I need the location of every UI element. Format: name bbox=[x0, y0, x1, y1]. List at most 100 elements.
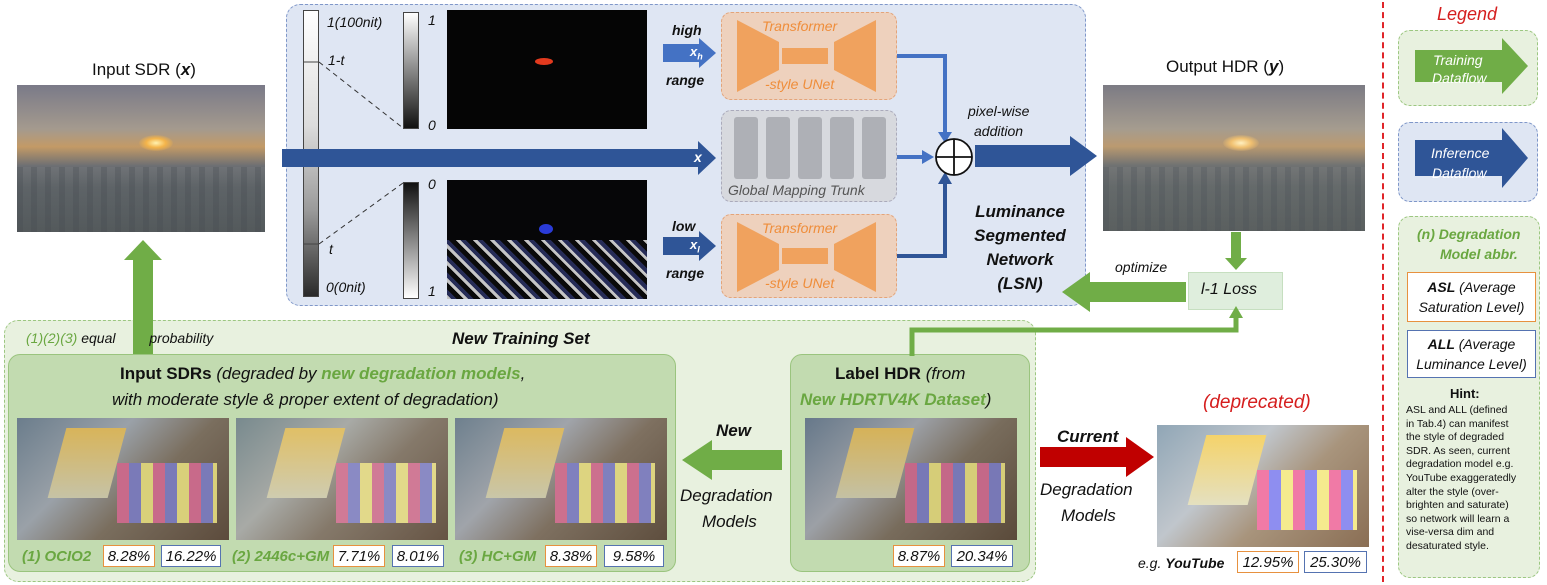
sdr-thumb-ocio2 bbox=[17, 418, 229, 540]
unet-top-bottleneck bbox=[782, 48, 828, 64]
current-degradation-arrow-head bbox=[1126, 437, 1154, 477]
unet-bottom-bottleneck bbox=[782, 248, 828, 264]
model-2-asl: 7.71% bbox=[333, 545, 385, 567]
low-bar-top-label: 0 bbox=[428, 176, 436, 192]
current-degradation-label2: Degradation bbox=[1040, 480, 1133, 499]
current-degradation-label3: Models bbox=[1061, 506, 1116, 525]
deprecated-label: (deprecated) bbox=[1203, 392, 1311, 413]
input-sdrs-title-line2: with moderate style & proper extent of d… bbox=[112, 390, 499, 409]
sdr-thumb-hc-gm bbox=[455, 418, 667, 540]
unet-bottom-label1: Transformer bbox=[762, 220, 838, 236]
high-label: high bbox=[672, 22, 702, 38]
label-hdr-asl: 8.87% bbox=[893, 545, 945, 567]
xh-label: xh bbox=[690, 44, 703, 62]
legend-inference-arrow bbox=[1415, 128, 1528, 188]
legend-training-arrow bbox=[1415, 38, 1528, 94]
youtube-thumb bbox=[1157, 425, 1369, 547]
low-range-bar bbox=[403, 182, 419, 299]
scale-1t-label: 1-t bbox=[328, 52, 345, 68]
connector-high-bottom bbox=[318, 61, 404, 129]
new-degradation-label2: Degradation bbox=[680, 486, 773, 505]
output-hdr-title: Output HDR (y) bbox=[1166, 57, 1285, 76]
legend-title: Legend bbox=[1437, 4, 1498, 24]
unet-bottom-decoder bbox=[834, 222, 876, 292]
sdr-thumb-2446c-gm bbox=[236, 418, 448, 540]
output-to-loss-shaft bbox=[1231, 232, 1241, 260]
main-x-arrow-head bbox=[698, 141, 716, 175]
high-range-image bbox=[447, 10, 647, 129]
low-range-label: range bbox=[666, 265, 705, 281]
unet-top-decoder bbox=[834, 20, 876, 92]
input-sdr-image bbox=[17, 85, 265, 232]
train-to-input-shaft bbox=[133, 258, 153, 354]
model-3-label: (3) HC+GM bbox=[459, 548, 537, 565]
scale-bottom-label: 0(0nit) bbox=[326, 279, 366, 295]
output-hdr-image bbox=[1103, 85, 1365, 231]
unet-top-encoder bbox=[737, 20, 779, 92]
unet-bottom-encoder bbox=[737, 222, 779, 292]
low-bar-bottom-label: 1 bbox=[428, 283, 436, 299]
legend-inference-line1: Inference bbox=[1431, 145, 1490, 161]
model-2-label: (2) 2446c+GM bbox=[232, 548, 330, 565]
legend-hint-text: ASL and ALL (defined in Tab.4) can manif… bbox=[1406, 404, 1517, 552]
youtube-all: 25.30% bbox=[1304, 551, 1367, 573]
addition-label: addition bbox=[974, 123, 1024, 139]
label-hdr-all: 20.34% bbox=[951, 545, 1013, 567]
legend-abbr-title2: Model abbr. bbox=[1440, 246, 1518, 262]
scale-top-label: 1(100nit) bbox=[327, 14, 383, 30]
unet-bottom-label2: -style UNet bbox=[765, 275, 835, 291]
optimize-arrow-head bbox=[1062, 272, 1090, 312]
current-degradation-arrow-shaft bbox=[1040, 447, 1126, 467]
new-degradation-label1: New bbox=[716, 421, 751, 440]
legend-all-box: ALL (Average Luminance Level) bbox=[1407, 330, 1536, 378]
new-degradation-arrow-shaft bbox=[712, 450, 782, 470]
high-bar-bottom-label: 0 bbox=[428, 117, 436, 133]
input-sdrs-title-line1: Input SDRs (degraded by new degradation … bbox=[120, 364, 526, 383]
model-3-all: 9.58% bbox=[604, 545, 664, 567]
training-set-title: New Training Set bbox=[452, 329, 590, 348]
xl-arrow-head bbox=[699, 231, 716, 261]
youtube-example-label: e.g. YouTube bbox=[1138, 555, 1225, 571]
model-1-all: 16.22% bbox=[161, 545, 221, 567]
l1-loss-label: l-1 Loss bbox=[1201, 281, 1258, 298]
legend-hint-title: Hint: bbox=[1450, 386, 1480, 401]
trunk-label: Global Mapping Trunk bbox=[728, 182, 865, 198]
label-hdr-thumb bbox=[805, 418, 1017, 540]
unet-top-to-plus bbox=[897, 54, 947, 134]
high-range-label: range bbox=[666, 72, 705, 88]
label-hdr-title-line1: Label HDR (from bbox=[835, 364, 966, 383]
xl-label: xl bbox=[690, 237, 700, 255]
equal-probability-note: (1)(2)(3) equal probability bbox=[26, 330, 214, 346]
model-1-asl: 8.28% bbox=[103, 545, 155, 567]
xl-arrow-shaft bbox=[663, 237, 699, 255]
optimize-label: optimize bbox=[1115, 259, 1168, 275]
legend-abbr-title1: (n) Degradation bbox=[1417, 226, 1521, 242]
label-hdr-title-line2: New HDRTV4K Dataset) bbox=[800, 390, 992, 409]
low-range-image bbox=[447, 180, 647, 299]
xh-arrow-head bbox=[699, 38, 716, 68]
legend-training-line2: Dataflow bbox=[1432, 70, 1487, 86]
lsn-output-arrow-shaft bbox=[975, 145, 1070, 167]
main-x-arrow-shaft bbox=[282, 149, 698, 167]
legend-asl-box: ASL (Average Saturation Level) bbox=[1407, 272, 1536, 322]
label-to-loss-line bbox=[909, 316, 1239, 356]
global-mapping-trunk bbox=[721, 110, 897, 202]
youtube-asl: 12.95% bbox=[1237, 551, 1299, 573]
train-to-input-head bbox=[124, 240, 162, 260]
model-3-asl: 8.38% bbox=[545, 545, 597, 567]
current-degradation-label1: Current bbox=[1057, 427, 1119, 446]
legend-training-line1: Training bbox=[1433, 52, 1483, 68]
lsn-name: Luminance Segmented Network (LSN) bbox=[974, 202, 1066, 293]
legend-inference-line2: Dataflow bbox=[1432, 165, 1487, 181]
xh-arrow-shaft bbox=[663, 44, 699, 62]
new-degradation-arrow-head bbox=[682, 440, 712, 480]
low-label: low bbox=[672, 218, 696, 234]
l1-loss-box bbox=[1188, 272, 1283, 310]
connector-low-top bbox=[318, 182, 404, 245]
model-2-all: 8.01% bbox=[392, 545, 444, 567]
scale-t-label: t bbox=[329, 241, 333, 257]
unet-top-label1: Transformer bbox=[762, 18, 838, 34]
unet-bottom-to-plus bbox=[897, 182, 947, 258]
unet-top-label2: -style UNet bbox=[765, 76, 835, 92]
